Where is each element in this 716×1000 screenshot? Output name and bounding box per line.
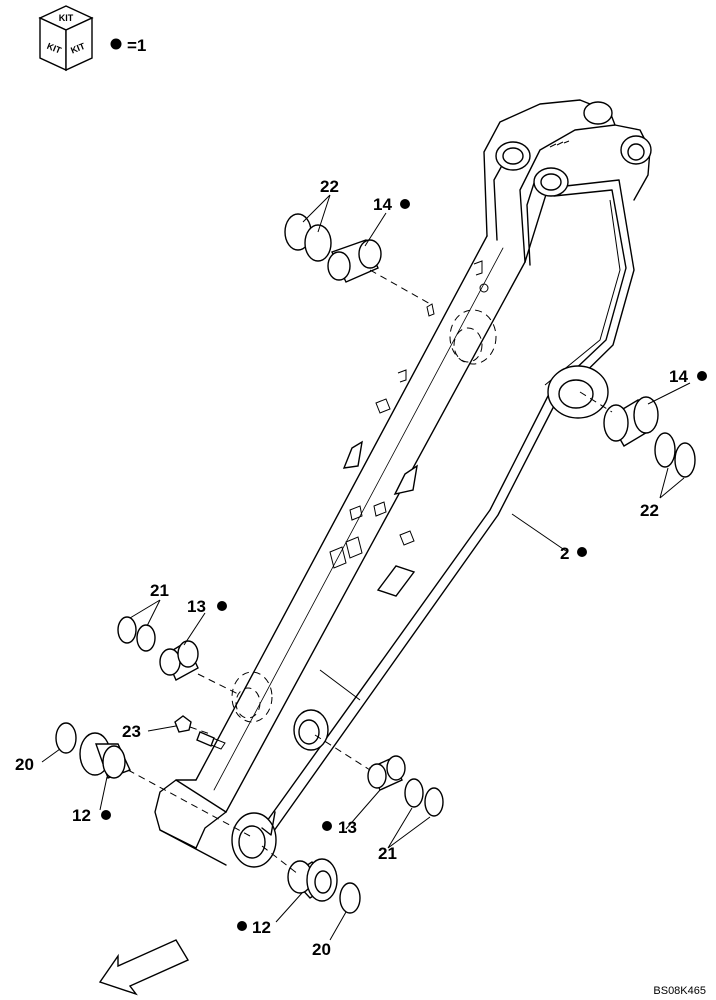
label-12-lower: 12 — [252, 918, 271, 937]
label-20-left: 20 — [15, 755, 34, 774]
kit-equals-text: =1 — [127, 36, 146, 55]
label-21-left: 21 — [150, 581, 169, 600]
bushing-13-lower — [367, 755, 406, 791]
shim-rings-22-right — [654, 432, 696, 478]
shim-rings-21-lower — [404, 778, 444, 817]
label-14-right: 14 — [669, 367, 688, 386]
label-22-upper: 22 — [320, 177, 339, 196]
kit-dot-icon — [237, 921, 247, 931]
bushing-14-upper — [327, 239, 382, 283]
label-20-lower: 20 — [312, 940, 331, 959]
kit-dot-icon — [217, 601, 227, 611]
flanged-bushing-12-lower — [287, 858, 338, 902]
flanged-bushing-12-left — [79, 732, 131, 779]
leader-lines — [41, 194, 691, 941]
label-14-upper: 14 — [373, 195, 392, 214]
bushing-14-right — [603, 396, 659, 447]
label-13-left: 13 — [187, 597, 206, 616]
kit-cube-icon: KIT KIT KIT — [38, 5, 94, 72]
kit-dot-icon — [697, 371, 707, 381]
kit-dot-icon — [577, 547, 587, 557]
direction-arrow-icon — [98, 939, 190, 996]
kit-dot-icon — [110, 38, 122, 50]
shim-rings-21-left — [117, 616, 156, 652]
ring-20-left — [55, 722, 77, 754]
grease-fitting-23 — [174, 715, 215, 747]
label-13-lower: 13 — [338, 818, 357, 837]
kit-dot-icon — [101, 810, 111, 820]
arm-assembly — [154, 99, 652, 868]
label-2: 2 — [560, 544, 569, 563]
kit-top-text: KIT — [59, 13, 74, 23]
label-21-lower: 21 — [378, 844, 397, 863]
assembly-axes — [127, 269, 613, 875]
kit-dot-icon — [400, 199, 410, 209]
label-22-right: 22 — [640, 501, 659, 520]
label-23: 23 — [122, 722, 141, 741]
kit-dot-icon — [322, 821, 332, 831]
labels: 22 14 14 22 2 21 13 23 20 12 13 21 12 20 — [15, 177, 707, 959]
ring-20-lower — [339, 882, 361, 914]
bushing-13-left — [159, 640, 199, 681]
reference-code: BS08K465 — [653, 985, 706, 997]
shim-rings-22-upper — [284, 213, 332, 262]
label-12-left: 12 — [72, 806, 91, 825]
